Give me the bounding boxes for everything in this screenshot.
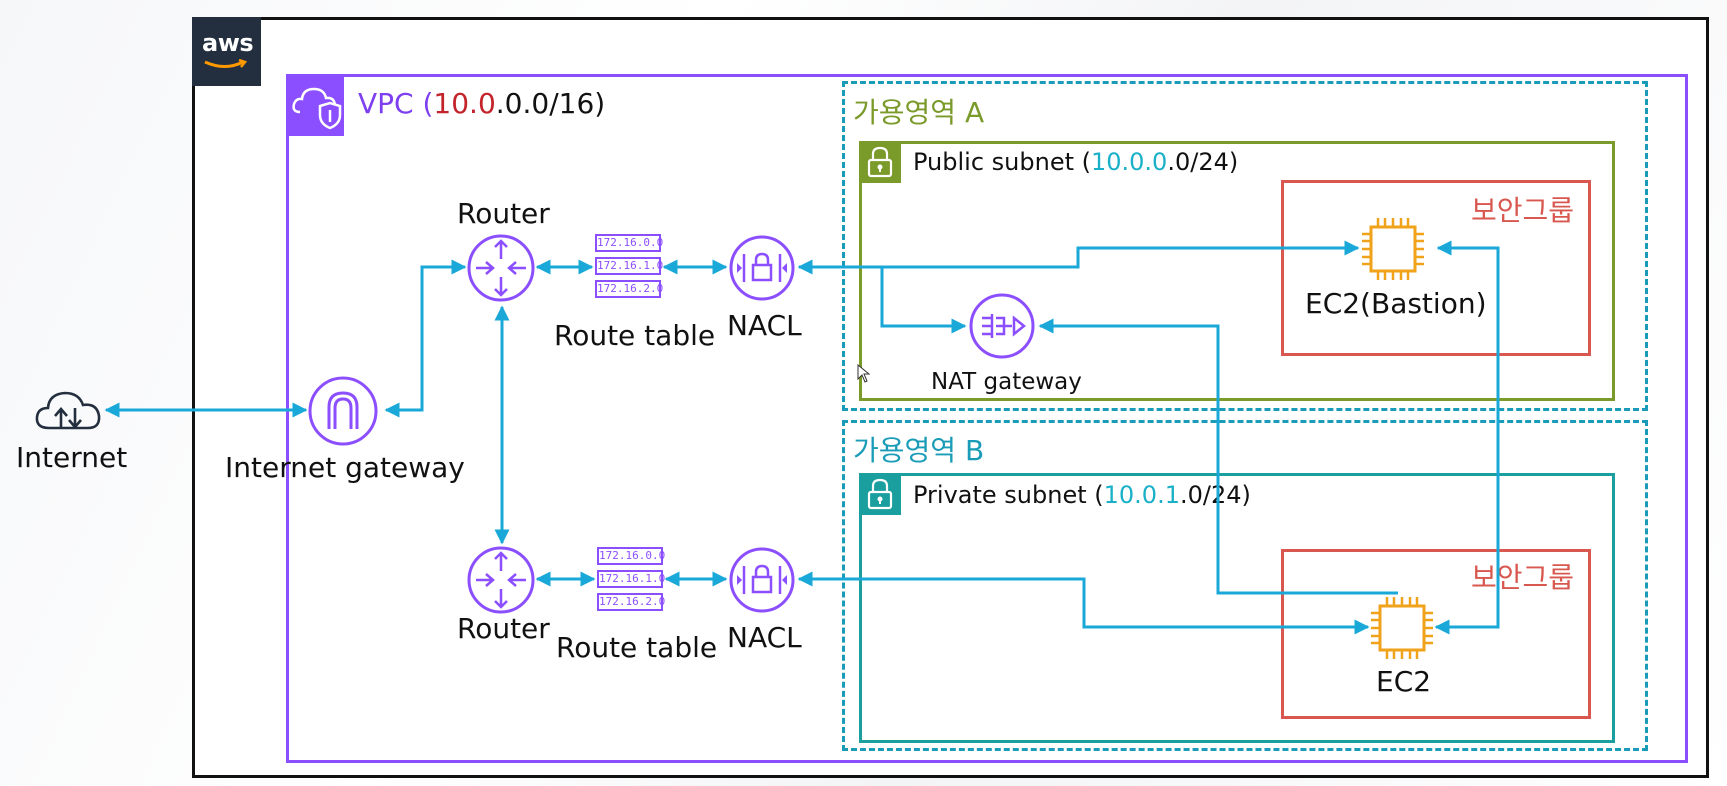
router-label: Router — [457, 197, 550, 230]
route-table-row: 172.16.1.0 — [597, 570, 665, 588]
ec2-chip-icon — [1371, 597, 1433, 659]
aws-logo-text: aws — [202, 29, 254, 57]
security-group-label: 보안그룹 — [1471, 194, 1575, 227]
route-table-row: 172.16.2.0 — [595, 280, 663, 298]
router-icon — [467, 546, 535, 614]
availability-zone-b-label: 가용영역 B — [853, 434, 985, 467]
arrow-bastion-ec2 — [1434, 240, 1500, 635]
vpc-label: VPC (10.0.0.0/16) — [358, 87, 605, 120]
router-label: Router — [457, 612, 550, 645]
route-table-icon: 172.16.0.0 172.16.1.0 172.16.2.0 — [597, 547, 665, 616]
vpc-cidr-highlight: 10.0 — [433, 87, 496, 120]
public-subnet-cidr-rest: .0/24) — [1167, 148, 1239, 176]
internet-cloud-icon — [35, 391, 101, 430]
lock-icon — [859, 473, 901, 515]
route-table-label: Route table — [556, 631, 718, 664]
private-subnet-cidr-rest: .0/24) — [1179, 481, 1251, 509]
nacl-icon — [729, 235, 795, 301]
vpc-label-prefix: VPC ( — [358, 87, 434, 120]
ec2-chip-icon — [1362, 218, 1424, 280]
arrow-nacl-natgw — [880, 267, 967, 334]
internet-gateway-label: Internet gateway — [225, 451, 465, 484]
route-table-row: 172.16.1.0 — [595, 257, 663, 275]
internet-gateway-icon — [308, 376, 378, 446]
mouse-cursor-icon — [857, 364, 871, 383]
arrow-nacl-ec2 — [797, 571, 1370, 635]
nacl-label: NACL — [727, 309, 802, 342]
nacl-icon — [729, 547, 795, 613]
route-table-icon: 172.16.0.0 172.16.1.0 172.16.2.0 — [595, 234, 663, 303]
private-subnet-label: Private subnet (10.0.1.0/24) — [913, 481, 1251, 509]
route-table-row: 172.16.0.0 — [595, 234, 663, 252]
availability-zone-a-label: 가용영역 A — [853, 96, 985, 129]
vpc-cidr-rest: .0.0/16) — [495, 87, 606, 120]
ec2-bastion-label: EC2(Bastion) — [1305, 287, 1487, 320]
aws-logo: aws — [192, 17, 261, 86]
aws-smile-icon — [204, 59, 247, 68]
internet-label: Internet — [16, 441, 128, 474]
nat-gateway-icon — [969, 293, 1035, 359]
arrow-natgw-ec2 — [1038, 318, 1398, 595]
nat-gateway-label: NAT gateway — [931, 369, 1082, 395]
route-table-row: 172.16.0.0 — [597, 547, 665, 565]
route-table-label: Route table — [554, 319, 716, 352]
arrow-nacl-bastion — [797, 240, 1360, 275]
router-icon — [467, 234, 535, 302]
public-subnet-cidr-highlight: 10.0.0 — [1090, 148, 1168, 176]
security-group-label: 보안그룹 — [1471, 561, 1575, 594]
lock-icon — [859, 141, 901, 183]
public-subnet-label: Public subnet (10.0.0.0/24) — [913, 148, 1238, 176]
private-subnet-cidr-highlight: 10.0.1 — [1103, 481, 1180, 509]
nacl-label: NACL — [727, 621, 802, 654]
public-subnet-label-prefix: Public subnet ( — [913, 148, 1091, 176]
vpc-container — [286, 74, 1688, 763]
private-subnet-label-prefix: Private subnet ( — [913, 481, 1104, 509]
ec2-label: EC2 — [1376, 665, 1432, 698]
arrow-igw-router — [384, 259, 467, 418]
vpc-icon — [286, 74, 344, 136]
route-table-row: 172.16.2.0 — [597, 593, 665, 611]
